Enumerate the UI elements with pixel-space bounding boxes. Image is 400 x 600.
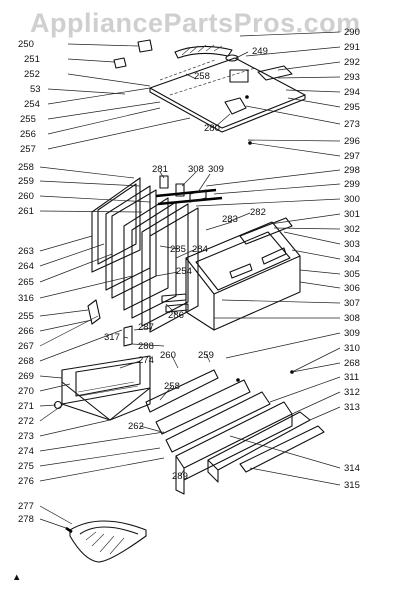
part-label: 301 [344,209,360,220]
part-label: 53 [30,84,41,95]
part-label: 285 [170,244,186,255]
part-label: 276 [18,476,34,487]
part-label: 286 [168,310,184,321]
part-label: 302 [344,224,360,235]
part-label: 260 [160,350,176,361]
part-label: 264 [18,261,34,272]
part-label: 260 [18,191,34,202]
leveling-foot [65,520,147,563]
part-label: 281 [152,164,168,175]
part-label: 272 [18,416,34,427]
part-label: 265 [18,277,34,288]
part-label: 316 [18,293,34,304]
part-label: 307 [344,298,360,309]
watermark-text: AppliancePartsPros.com [30,8,361,38]
broiler-drawer [53,355,151,421]
right-labels: 290 291 292 293 294 295 273 296 297 298 … [344,27,360,491]
part-label: 255 [20,114,36,125]
oven-door [185,217,301,331]
part-label: 312 [344,387,360,398]
part-label: 309 [344,328,360,339]
part-label: 259 [198,350,214,361]
center-labels: 249 258 280 281 308 309 283 282 285 284 … [104,46,268,482]
leader-lines [39,31,341,529]
part-label: 303 [344,239,360,250]
part-label: 284 [192,244,208,255]
part-label: 299 [344,179,360,190]
part-label: 258 [18,162,34,173]
part-label: 311 [344,372,359,383]
part-label: 261 [18,206,34,217]
part-label: 258 [164,381,180,392]
part-label: 257 [20,144,36,155]
part-label: 305 [344,269,360,280]
left-labels: 250 251 252 53 254 255 256 257 258 259 2… [18,39,41,525]
part-label: 254 [176,266,192,277]
part-label: 304 [344,254,360,265]
part-label: 267 [18,341,34,352]
part-label: 263 [18,246,34,257]
part-label: 258 [194,71,210,82]
part-label: 266 [18,326,34,337]
part-label: 283 [222,214,238,225]
parts-drawing [53,39,325,563]
part-label: 317 [104,332,120,343]
part-label: 262 [128,421,144,432]
footer-mark: ▲ [12,572,21,583]
part-label: 273 [18,431,34,442]
part-label: 298 [344,165,360,176]
part-label: 259 [18,176,34,187]
part-label: 296 [344,136,360,147]
part-label: 310 [344,343,360,354]
part-label: 268 [344,358,360,369]
part-label: 274 [18,446,34,457]
part-label: 278 [18,514,34,525]
part-label: 251 [24,54,40,65]
part-label: 291 [344,42,360,53]
part-label: 308 [344,313,360,324]
part-label: 289 [172,471,188,482]
part-label: 274 [138,355,154,366]
part-label: 269 [18,371,34,382]
part-label: 315 [344,480,360,491]
part-label: 295 [344,102,360,113]
part-label: 252 [24,69,40,80]
part-label: 287 [138,322,154,333]
part-label: 306 [344,283,360,294]
part-label: 256 [20,129,36,140]
part-label: 314 [344,463,360,474]
part-label: 308 [188,164,204,175]
top-cover-panel [113,39,306,133]
part-label: 277 [18,501,34,512]
part-label: 280 [204,123,220,134]
part-label: 270 [18,386,34,397]
drawer-front-assembly [145,369,325,495]
part-label: 249 [252,46,268,57]
part-label: 309 [208,164,224,175]
part-label: 282 [250,207,266,218]
part-label: 300 [344,194,360,205]
inner-panel-stack [91,177,223,333]
part-label: 273 [344,119,360,130]
part-label: 271 [18,401,34,412]
part-label: 250 [18,39,34,50]
part-label: 268 [18,356,34,367]
part-label: 254 [24,99,40,110]
part-label: 294 [344,87,360,98]
part-label: 313 [344,402,360,413]
part-label: 292 [344,57,360,68]
part-label: 275 [18,461,34,472]
side-clips [159,175,207,203]
part-label: 288 [138,341,154,352]
part-label: 297 [344,151,360,162]
part-label: 293 [344,72,360,83]
part-label: 290 [344,27,360,38]
part-label: 255 [18,311,34,322]
